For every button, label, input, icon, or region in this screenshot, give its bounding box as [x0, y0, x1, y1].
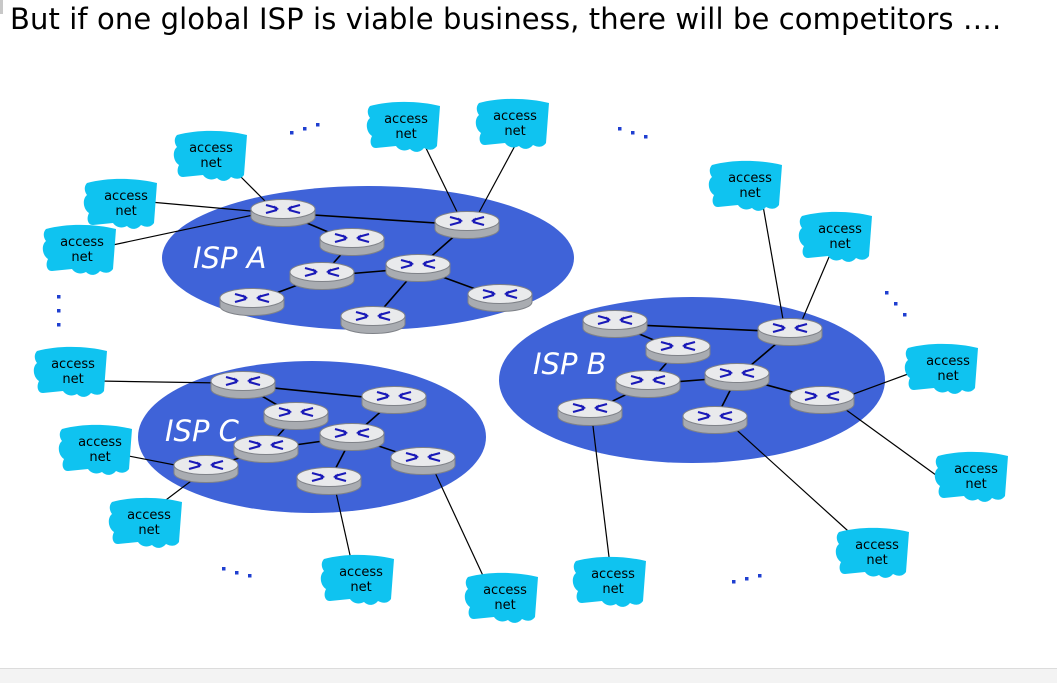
router-icon	[703, 362, 771, 392]
router-icon	[232, 434, 300, 464]
svg-text:net: net	[200, 156, 221, 171]
svg-text:access: access	[483, 583, 527, 598]
router-icon	[644, 335, 712, 365]
access-net-cloud: access net	[475, 98, 549, 149]
svg-text:access: access	[855, 538, 899, 553]
svg-text:net: net	[504, 124, 525, 139]
access-net-cloud: access net	[83, 178, 157, 229]
isp-c-label: ISP C	[165, 414, 240, 448]
router-icon	[172, 454, 240, 484]
router-icon	[614, 369, 682, 399]
svg-text:net: net	[115, 204, 136, 219]
ellipsis-dots-icon	[222, 567, 252, 578]
router-icon	[433, 210, 501, 240]
router-icon	[262, 401, 330, 431]
ellipsis-dots-icon	[290, 123, 320, 135]
ellipsis-dots-icon	[732, 574, 762, 584]
svg-text:net: net	[138, 523, 159, 538]
access-net-cloud: access net	[108, 497, 182, 548]
access-net-cloud: access net	[42, 224, 116, 275]
svg-text:access: access	[189, 141, 233, 156]
access-net-cloud: access net	[904, 343, 978, 394]
router-icon	[339, 305, 407, 335]
ellipsis-dots-icon	[885, 291, 907, 317]
svg-text:net: net	[937, 369, 958, 384]
svg-text:access: access	[818, 222, 862, 237]
slide-edge-marker	[0, 0, 3, 14]
router-icon	[249, 198, 317, 228]
svg-text:net: net	[71, 250, 92, 265]
svg-text:net: net	[89, 450, 110, 465]
router-icon	[288, 261, 356, 291]
access-net-cloud: access net	[934, 451, 1008, 502]
slide-title: But if one global ISP is viable business…	[10, 2, 1002, 36]
isp-b-label: ISP B	[533, 347, 607, 381]
svg-text:net: net	[350, 580, 371, 595]
svg-text:access: access	[127, 508, 171, 523]
access-net-cloud: access net	[572, 556, 646, 607]
router-icon	[384, 253, 452, 283]
access-net-cloud: access net	[366, 101, 440, 152]
svg-text:access: access	[493, 109, 537, 124]
access-net-cloud: access net	[320, 554, 394, 605]
ellipsis-dots-icon	[57, 295, 61, 327]
router-icon	[318, 227, 386, 257]
svg-text:net: net	[62, 372, 83, 387]
svg-text:net: net	[829, 237, 850, 252]
ellipsis-dots-icon	[618, 127, 648, 139]
svg-text:net: net	[395, 127, 416, 142]
router-icon	[681, 405, 749, 435]
slide-footer-bar	[0, 668, 1057, 683]
access-net-cloud: access net	[464, 572, 538, 623]
router-icon	[756, 317, 824, 347]
router-icon	[389, 446, 457, 476]
isp-a-label: ISP A	[193, 241, 267, 275]
router-icon	[556, 397, 624, 427]
svg-text:access: access	[339, 565, 383, 580]
access-links	[97, 141, 941, 581]
router-icon	[788, 385, 856, 415]
router-icon	[295, 466, 363, 496]
svg-text:net: net	[494, 598, 515, 613]
access-net-cloud: access net	[835, 527, 909, 578]
router-icon	[318, 422, 386, 452]
svg-text:access: access	[60, 235, 104, 250]
svg-text:access: access	[78, 435, 122, 450]
svg-text:access: access	[591, 567, 635, 582]
access-net-cloud: access net	[58, 424, 132, 475]
router-icon	[209, 370, 277, 400]
svg-text:net: net	[739, 186, 760, 201]
router-icon	[218, 287, 286, 317]
access-net-cloud: access net	[33, 346, 107, 397]
access-net-cloud: access net	[173, 130, 247, 181]
network-diagram: ISP A ISP B ISP C access net access net …	[33, 98, 1008, 623]
svg-text:access: access	[728, 171, 772, 186]
router-icon	[581, 309, 649, 339]
router-icon	[466, 283, 534, 313]
svg-text:net: net	[965, 477, 986, 492]
access-net-cloud: access net	[798, 211, 872, 262]
svg-text:access: access	[384, 112, 428, 127]
svg-text:access: access	[926, 354, 970, 369]
router-icon	[360, 385, 428, 415]
svg-text:access: access	[51, 357, 95, 372]
svg-text:access: access	[104, 189, 148, 204]
svg-text:access: access	[954, 462, 998, 477]
svg-text:net: net	[602, 582, 623, 597]
access-net-cloud: access net	[708, 160, 782, 211]
svg-text:net: net	[866, 553, 887, 568]
